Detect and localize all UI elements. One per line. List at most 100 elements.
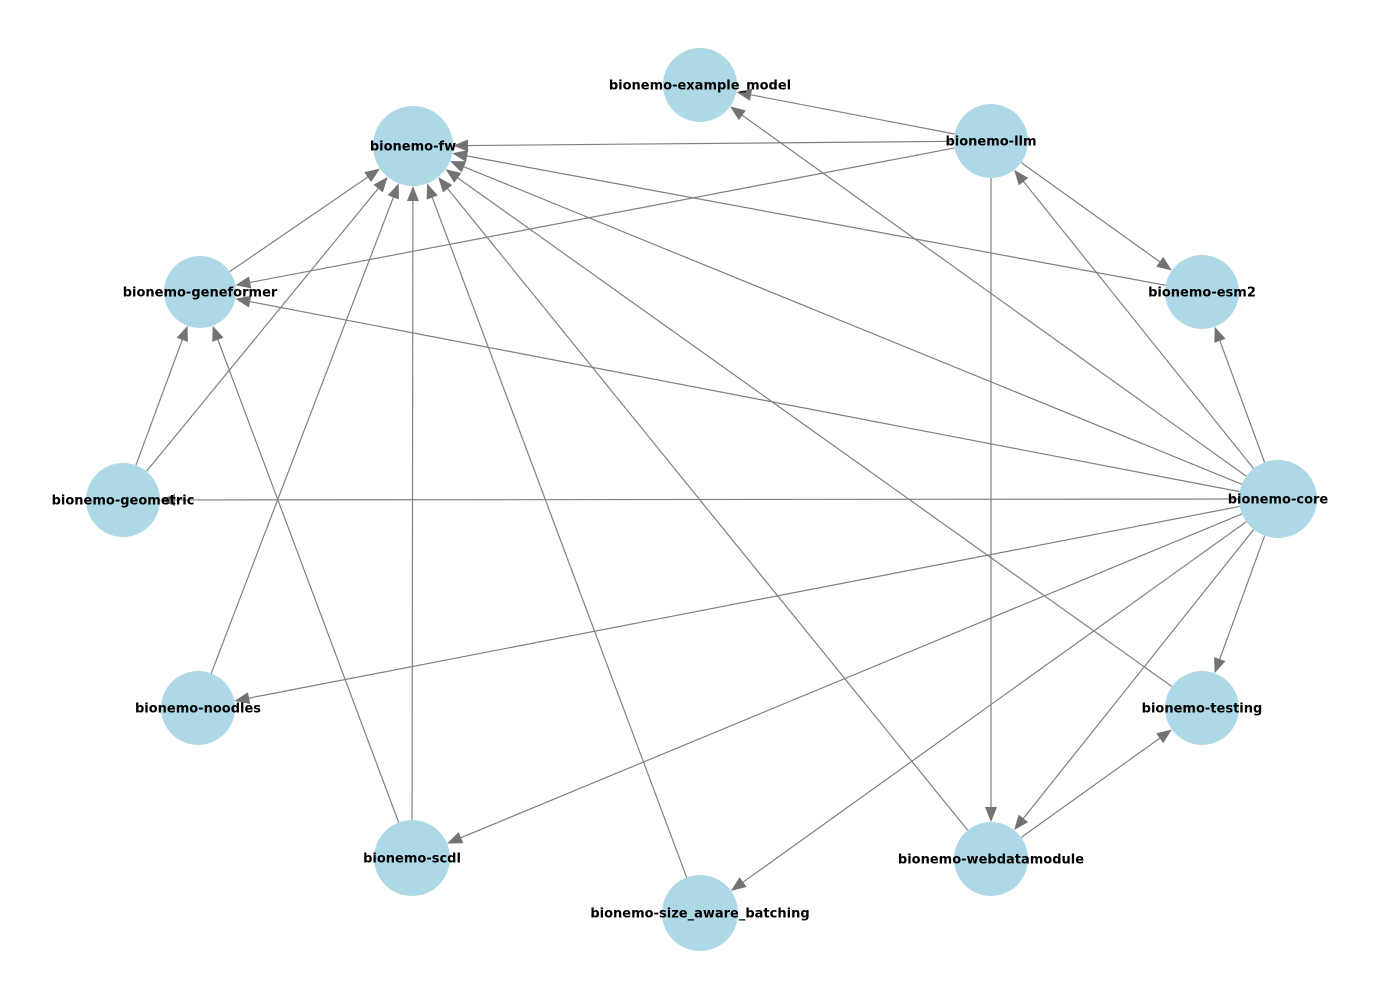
graph-node-label-bionemo-fw: bionemo-fw bbox=[370, 140, 456, 155]
graph-edge bbox=[135, 325, 188, 466]
graph-edge bbox=[985, 178, 997, 822]
edge-line bbox=[458, 513, 1243, 840]
graph-node-label-bionemo-scdl: bionemo-scdl bbox=[363, 852, 461, 867]
edge-arrowhead bbox=[736, 88, 753, 101]
graph-node-label-bionemo-testing: bionemo-testing bbox=[1142, 702, 1263, 717]
edge-line bbox=[248, 147, 955, 284]
nodes-layer bbox=[86, 48, 1317, 951]
graph-node-label-bionemo-size_aware_batching: bionemo-size_aware_batching bbox=[590, 907, 809, 922]
edge-line bbox=[461, 165, 1243, 485]
graph-edge bbox=[426, 183, 688, 878]
edge-arrowhead bbox=[212, 325, 224, 342]
graph-node-label-bionemo-noodles: bionemo-noodles bbox=[135, 702, 261, 717]
graph-edge bbox=[235, 295, 1240, 493]
edge-line bbox=[1020, 162, 1162, 264]
edge-arrowhead bbox=[364, 168, 381, 183]
graph-node-bionemo-size_aware_batching[interactable] bbox=[662, 875, 738, 951]
edge-arrowhead bbox=[438, 177, 453, 193]
edge-line bbox=[465, 140, 955, 147]
graph-node-label-bionemo-llm: bionemo-llm bbox=[945, 135, 1036, 150]
edge-arrowhead bbox=[1156, 729, 1172, 744]
graph-edge bbox=[235, 147, 955, 289]
graph-edge bbox=[730, 521, 1247, 891]
edge-arrowhead bbox=[235, 295, 252, 308]
labels-layer: bionemo-fwbionemo-example_modelbionemo-l… bbox=[52, 79, 1329, 922]
graph-node-bionemo-fw[interactable] bbox=[373, 106, 453, 186]
edge-arrowhead bbox=[235, 276, 252, 289]
edge-arrowhead bbox=[445, 169, 462, 183]
edge-line bbox=[740, 113, 1247, 477]
edge-line bbox=[1021, 529, 1255, 821]
edge-line bbox=[248, 300, 1240, 493]
graph-edge bbox=[159, 493, 1240, 506]
edge-arrowhead bbox=[1014, 169, 1029, 186]
graph-node-bionemo-testing[interactable] bbox=[1165, 671, 1239, 745]
graph-edge bbox=[212, 325, 400, 823]
graph-edge bbox=[1214, 326, 1266, 463]
edge-arrowhead bbox=[1214, 657, 1226, 674]
edge-arrowhead bbox=[387, 183, 399, 200]
graph-node-label-bionemo-geometric: bionemo-geometric bbox=[52, 494, 195, 509]
edge-line bbox=[1218, 338, 1266, 463]
edge-arrowhead bbox=[426, 183, 438, 200]
edge-line bbox=[455, 176, 1173, 688]
edge-arrowhead bbox=[985, 807, 997, 822]
graph-edge bbox=[1014, 169, 1255, 469]
graph-edge bbox=[1014, 529, 1255, 831]
graph-edge bbox=[210, 183, 399, 674]
edge-arrowhead bbox=[730, 106, 746, 121]
edge-line bbox=[216, 337, 400, 823]
graph-edge bbox=[736, 88, 955, 135]
graph-edge bbox=[730, 106, 1247, 477]
graph-node-bionemo-core[interactable] bbox=[1239, 460, 1317, 538]
graph-node-bionemo-scdl[interactable] bbox=[374, 820, 450, 896]
graph-edge bbox=[452, 150, 1166, 286]
edge-arrowhead bbox=[176, 325, 188, 342]
edge-line bbox=[210, 195, 395, 674]
edge-line bbox=[229, 175, 370, 273]
edge-line bbox=[1218, 535, 1266, 662]
edge-line bbox=[135, 337, 184, 466]
edges-layer bbox=[135, 88, 1266, 891]
edge-arrowhead bbox=[159, 493, 176, 506]
edge-arrowhead bbox=[1014, 814, 1029, 831]
graph-edge bbox=[1214, 535, 1266, 674]
graph-edge bbox=[1020, 729, 1172, 838]
graph-edge bbox=[445, 169, 1173, 688]
graph-node-bionemo-geneformer[interactable] bbox=[164, 256, 236, 328]
edge-line bbox=[465, 155, 1166, 286]
graph-node-bionemo-llm[interactable] bbox=[954, 104, 1028, 178]
edge-line bbox=[172, 498, 1240, 501]
graph-node-bionemo-noodles[interactable] bbox=[161, 671, 235, 745]
graph-edge bbox=[234, 505, 1240, 705]
graph-node-bionemo-geometric[interactable] bbox=[86, 463, 160, 537]
edge-arrowhead bbox=[447, 832, 464, 844]
graph-node-label-bionemo-esm2: bionemo-esm2 bbox=[1148, 286, 1256, 301]
edge-line bbox=[1021, 179, 1255, 469]
graph-edge bbox=[438, 177, 969, 831]
edge-line bbox=[445, 186, 969, 831]
graph-edge bbox=[406, 185, 419, 821]
edge-arrowhead bbox=[1156, 256, 1172, 271]
graph-node-label-bionemo-geneformer: bionemo-geneformer bbox=[123, 286, 278, 301]
graph-node-bionemo-webdatamodule[interactable] bbox=[954, 822, 1028, 896]
graph-edge bbox=[447, 513, 1243, 844]
edge-line bbox=[741, 521, 1247, 884]
graph-node-label-bionemo-core: bionemo-core bbox=[1228, 493, 1329, 508]
edge-arrowhead bbox=[373, 176, 388, 193]
edge-arrowhead bbox=[450, 161, 467, 173]
edge-arrowhead bbox=[234, 692, 251, 705]
edge-arrowhead bbox=[452, 150, 469, 162]
graph-edge bbox=[452, 139, 955, 152]
edge-line bbox=[1020, 736, 1162, 838]
graph-node-label-bionemo-webdatamodule: bionemo-webdatamodule bbox=[898, 853, 1084, 868]
edge-line bbox=[145, 186, 380, 472]
edge-arrowhead bbox=[452, 139, 469, 152]
graph-edge bbox=[145, 176, 388, 472]
graph-node-bionemo-example_model[interactable] bbox=[663, 48, 737, 122]
graph-node-bionemo-esm2[interactable] bbox=[1165, 255, 1239, 329]
edge-line bbox=[246, 505, 1240, 700]
edge-line bbox=[411, 198, 414, 821]
